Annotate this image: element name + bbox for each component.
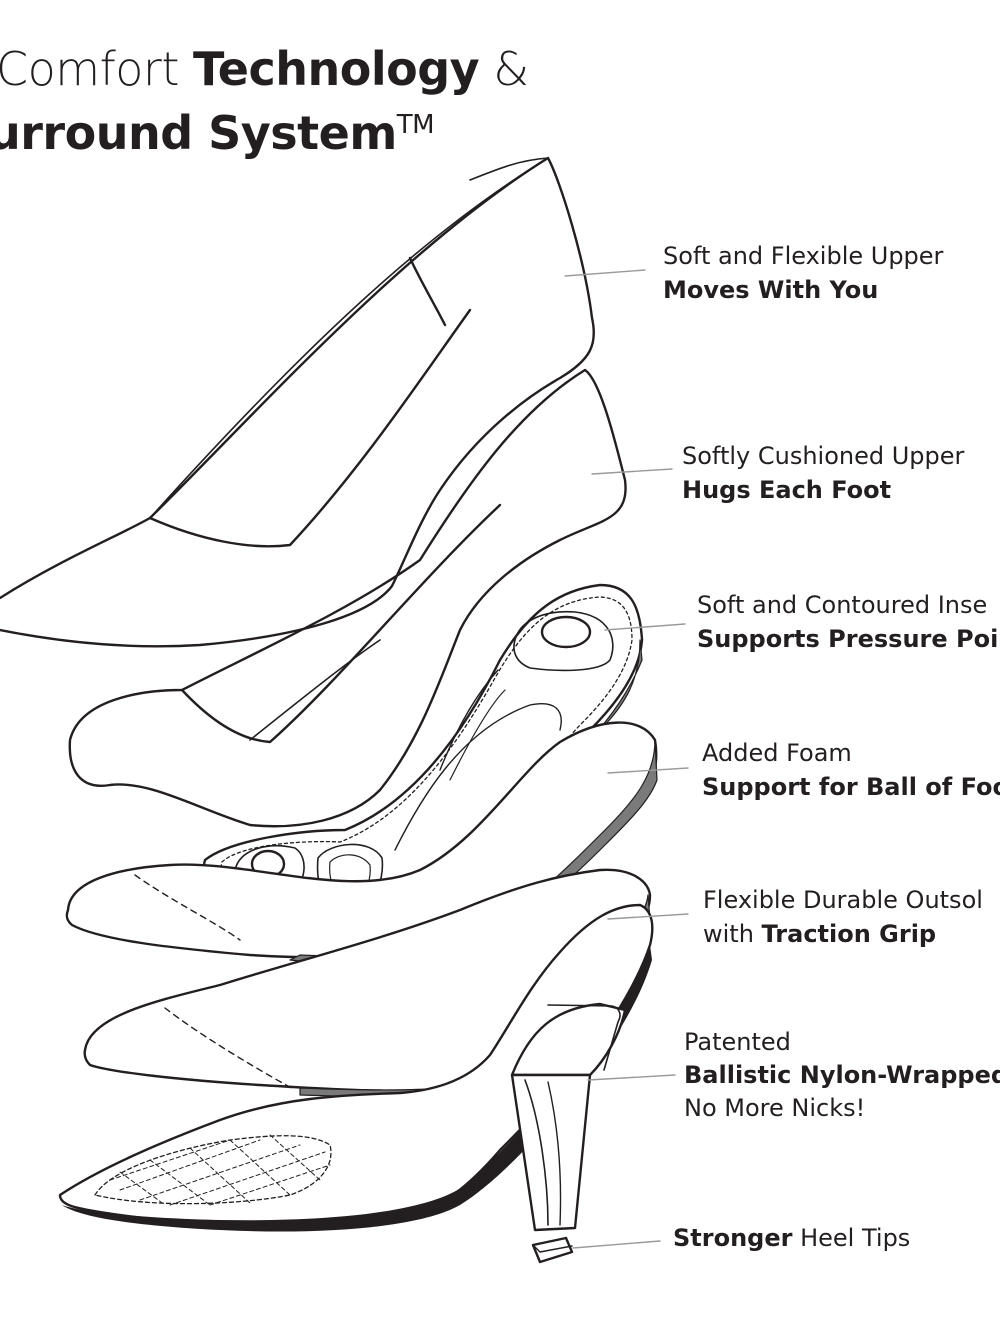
cushioned-lining-layer: [68, 368, 627, 828]
callout-added-foam: Added Foam Support for Ball of Foo: [702, 736, 1000, 804]
callout-cushioned-upper: Softly Cushioned Upper Hugs Each Foot: [682, 439, 964, 507]
leader-lining: [591, 468, 673, 475]
title-line-1: Comfort Technology &: [0, 46, 529, 92]
callout-soft-upper-line2: Moves With You: [663, 276, 879, 304]
callout-heel-tips-line: Stronger Heel Tips: [673, 1221, 910, 1255]
callout-soft-upper: Soft and Flexible Upper Moves With You: [663, 239, 943, 307]
callout-contoured-insole: Soft and Contoured Inse Supports Pressur…: [697, 588, 1000, 656]
leader-heel-tip: [572, 1240, 661, 1249]
leader-foam: [607, 767, 689, 774]
title-comfort: Comfort: [0, 42, 193, 96]
title-surround-system: urround System: [0, 106, 397, 160]
callout-added-foam-line1: Added Foam: [702, 739, 852, 767]
callout-heel-tips: Stronger Heel Tips: [673, 1221, 910, 1255]
callout-heel-line3: No More Nicks!: [684, 1094, 866, 1122]
callout-contoured-insole-line1: Soft and Contoured Inse: [697, 591, 988, 619]
leader-heel: [587, 1074, 676, 1081]
shoe-bottom-layer: [58, 903, 654, 1264]
callout-heel-tips-text: Heel Tips: [792, 1224, 911, 1252]
callout-contoured-insole-line2: Supports Pressure Poin: [697, 625, 1000, 653]
callout-cushioned-upper-line2: Hugs Each Foot: [682, 476, 892, 504]
callout-outsole-line2: with Traction Grip: [703, 917, 983, 951]
callout-soft-upper-line1: Soft and Flexible Upper: [663, 242, 944, 270]
callout-heel: Patented Ballistic Nylon-Wrapped No More…: [684, 1026, 1000, 1125]
callout-outsole: Flexible Durable Outsol with Traction Gr…: [703, 883, 983, 951]
leader-outsole: [607, 913, 689, 920]
callout-heel-line2: Ballistic Nylon-Wrapped: [684, 1061, 1000, 1089]
callout-outsole-with: with: [703, 920, 762, 948]
callout-heel-line1: Patented: [684, 1028, 791, 1056]
title-line-2: urround SystemTM: [0, 110, 435, 156]
callout-heel-tips-stronger: Stronger: [673, 1224, 793, 1252]
callout-added-foam-line2: Support for Ball of Foo: [702, 773, 1000, 801]
callout-cushioned-upper-line1: Softly Cushioned Upper: [682, 442, 965, 470]
leader-lines: [564, 269, 689, 1249]
title-ampersand: &: [479, 42, 529, 96]
callout-outsole-line1: Flexible Durable Outsol: [703, 886, 983, 914]
upper-outer-layer: [0, 156, 596, 648]
callout-outsole-traction: Traction Grip: [761, 920, 937, 948]
leader-upper: [564, 269, 646, 277]
title-technology: Technology: [192, 42, 480, 96]
traction-grid: [109, 1134, 331, 1206]
trademark-mark: TM: [396, 110, 435, 140]
leader-insole: [604, 623, 686, 631]
